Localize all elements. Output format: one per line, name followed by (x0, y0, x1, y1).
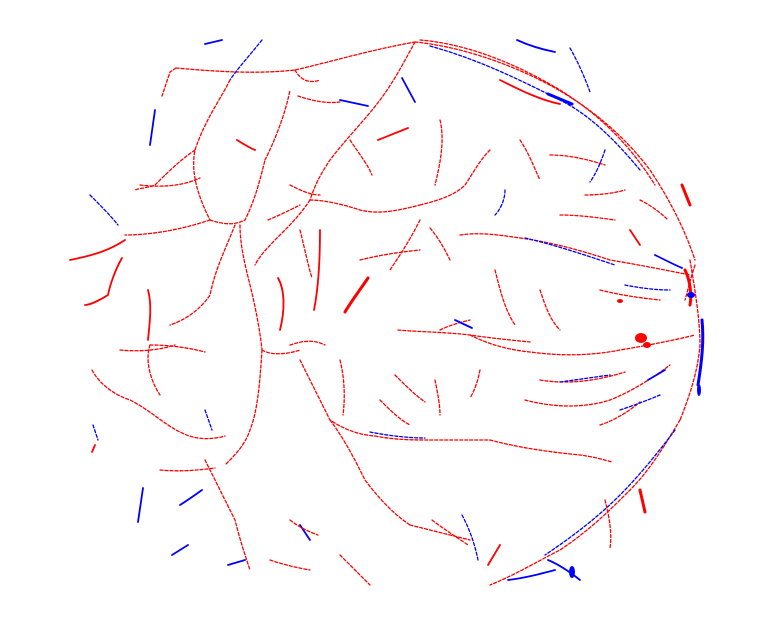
central-vessel-tree (254, 41, 691, 541)
disc-blobs (569, 292, 701, 578)
optic-disc-region (269, 139, 705, 586)
superior-arcade (161, 39, 696, 261)
left-vessel-tree (69, 79, 301, 571)
